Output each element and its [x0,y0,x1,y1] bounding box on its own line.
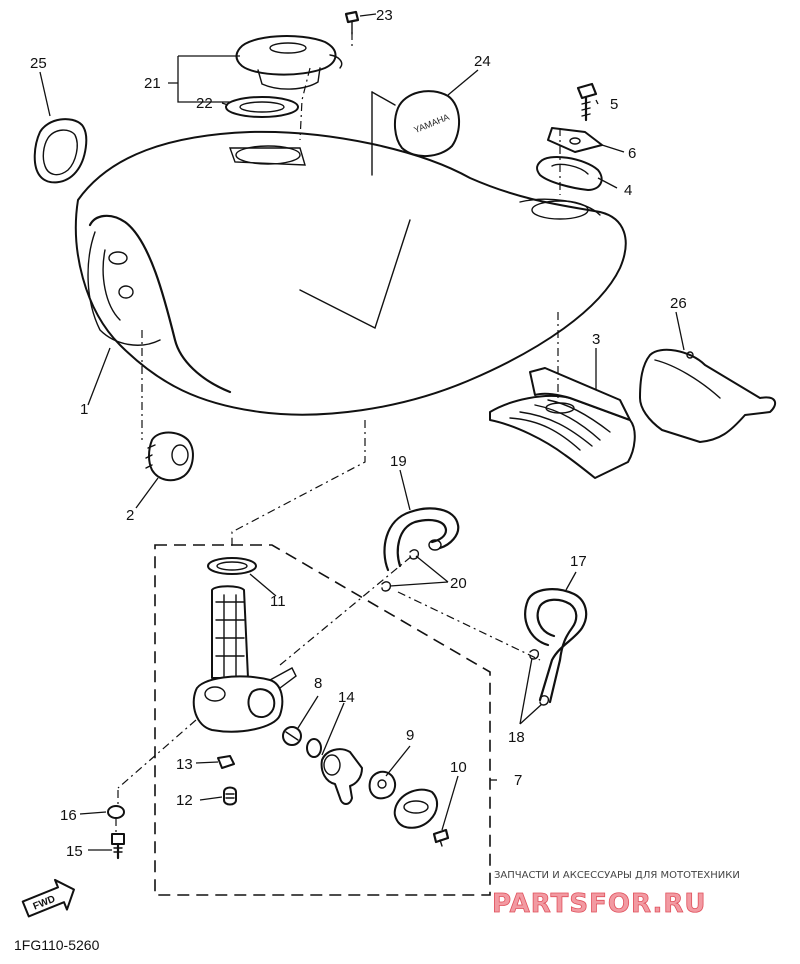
callout-labels: 1 2 3 4 5 6 7 8 9 10 11 12 13 14 15 16 1… [30,7,687,860]
callout-12: 12 [176,792,193,809]
fuel-cap [235,35,343,90]
callout-21: 21 [144,75,161,92]
forward-arrow-icon: FWD [21,878,75,918]
clips-20 [381,549,420,592]
callout-25: 25 [30,55,47,72]
bolt-5 [576,82,598,122]
callout-9: 9 [406,727,414,744]
grommet-4 [536,155,603,191]
callout-10: 10 [450,759,467,776]
callout-20: 20 [450,575,467,592]
callout-11: 11 [270,593,286,610]
o-ring-11 [207,557,257,575]
o-ring-14 [306,738,322,758]
callout-8: 8 [314,675,322,692]
petcock-plate [393,788,438,829]
callout-18: 18 [508,729,525,746]
callout-6: 6 [628,145,636,162]
callout-4: 4 [624,182,632,199]
fuel-petcock [192,585,297,733]
screw-10 [432,828,450,847]
fuel-tank [74,130,627,416]
callout-14: 14 [338,689,355,706]
hose-17 [524,588,588,704]
callout-16: 16 [60,807,77,824]
screw-23 [344,10,360,35]
petcock-lever [320,748,363,805]
callout-15: 15 [66,843,83,860]
spring-9 [368,770,397,800]
callout-3: 3 [592,331,600,348]
gasket-8 [282,726,302,746]
callout-23: 23 [376,7,393,24]
watermark: ЗАПЧАСТИ И АКСЕССУАРЫ ДЛЯ МОТОТЕХНИКИ PA… [492,870,740,919]
hose-19 [383,507,460,572]
watermark-brand: PARTSFOR.RU [492,889,706,919]
plate-6 [547,127,603,153]
screw-12 [223,786,237,806]
callout-2: 2 [126,507,134,524]
leader-lines [39,13,685,851]
callout-22: 22 [196,95,213,112]
callout-17: 17 [570,553,587,570]
washer-16 [107,805,125,819]
bracket-3 [489,367,636,479]
nut-2 [145,431,194,482]
watermark-tagline: ЗАПЧАСТИ И АКСЕССУАРЫ ДЛЯ МОТОТЕХНИКИ [494,870,740,881]
emblem-24: YAMAHA [393,90,460,157]
callout-7: 7 [514,772,522,789]
screw-15 [111,833,125,860]
callout-26: 26 [670,295,687,312]
callout-1: 1 [80,401,88,418]
diagram-code: 1FG110-5260 [14,937,100,953]
gasket-25 [33,118,88,184]
callout-19: 19 [390,453,407,470]
nut-13 [217,755,235,769]
callout-13: 13 [176,756,193,773]
callout-24: 24 [474,53,491,70]
petcock-assembly-boundary [154,544,491,896]
cover-26 [639,348,777,443]
cap-gasket [225,96,299,118]
callout-5: 5 [610,96,618,113]
